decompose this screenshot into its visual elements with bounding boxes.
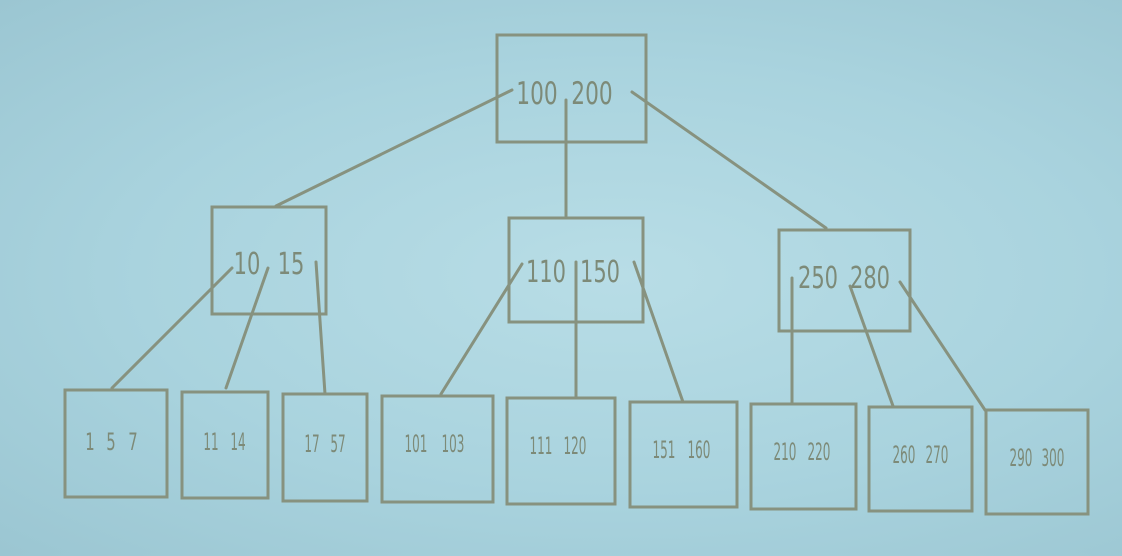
edge-mid-leaf3 bbox=[632, 260, 685, 404]
leaf-5-key-2: 120 bbox=[564, 432, 587, 460]
internal-right-key-2: 280 bbox=[850, 261, 890, 296]
leaf-1-key-1: 1 bbox=[85, 427, 94, 456]
leaf-1-key-3: 7 bbox=[128, 427, 137, 456]
labels: 100 200 10 15 110 150 250 280 1 5 7 11 1… bbox=[85, 76, 1064, 472]
internal-node-right bbox=[777, 228, 912, 333]
leaf-node-2 bbox=[180, 390, 270, 500]
edge-root-left bbox=[274, 88, 514, 208]
leaf-node-3 bbox=[281, 392, 369, 503]
leaf-node-4 bbox=[380, 394, 495, 504]
leaf-node-6 bbox=[628, 400, 739, 509]
leaf-8-key-2: 270 bbox=[926, 441, 949, 469]
leaf-2-key-1: 11 bbox=[203, 428, 218, 456]
leaf-3-key-2: 57 bbox=[330, 430, 345, 458]
edge-left-leaf3 bbox=[314, 260, 327, 396]
leaf-node-5 bbox=[505, 396, 617, 506]
leaf-2-key-2: 14 bbox=[230, 428, 245, 456]
leaf-node-8 bbox=[867, 405, 974, 513]
leaf-9-key-2: 300 bbox=[1042, 444, 1065, 472]
internal-right-key-1: 250 bbox=[798, 261, 838, 296]
leaf-4-key-1: 101 bbox=[405, 430, 428, 458]
edge-right-leaf3 bbox=[898, 280, 987, 412]
internal-middle-key-2: 150 bbox=[580, 255, 620, 290]
leaf-node-7 bbox=[749, 402, 858, 511]
root-key-2: 200 bbox=[571, 76, 612, 112]
internal-node-middle bbox=[507, 216, 645, 324]
leaf-8-key-1: 260 bbox=[893, 441, 916, 469]
edge-root-right bbox=[630, 90, 828, 230]
leaf-3-key-1: 17 bbox=[304, 430, 319, 458]
internal-middle-key-1: 110 bbox=[526, 255, 566, 290]
leaf-9-key-1: 290 bbox=[1010, 444, 1033, 472]
leaf-1-key-2: 5 bbox=[106, 427, 115, 456]
leaf-4-key-2: 103 bbox=[442, 430, 465, 458]
nodes bbox=[63, 33, 1090, 516]
leaf-6-key-2: 160 bbox=[688, 436, 711, 464]
leaf-node-1 bbox=[63, 388, 169, 499]
leaf-5-key-1: 111 bbox=[530, 432, 553, 460]
internal-node-left bbox=[210, 205, 328, 316]
edge-left-leaf2 bbox=[224, 266, 270, 390]
leaf-7-key-1: 210 bbox=[774, 438, 797, 466]
leaf-7-key-2: 220 bbox=[808, 438, 831, 466]
internal-left-key-1: 10 bbox=[234, 247, 261, 282]
root-key-1: 100 bbox=[516, 76, 557, 112]
edge-right-leaf2 bbox=[848, 284, 895, 408]
leaf-node-9 bbox=[984, 408, 1090, 516]
root-node bbox=[495, 33, 648, 144]
leaf-6-key-1: 151 bbox=[653, 436, 676, 464]
edge-left-leaf1 bbox=[110, 266, 234, 390]
internal-left-key-2: 15 bbox=[278, 247, 305, 282]
